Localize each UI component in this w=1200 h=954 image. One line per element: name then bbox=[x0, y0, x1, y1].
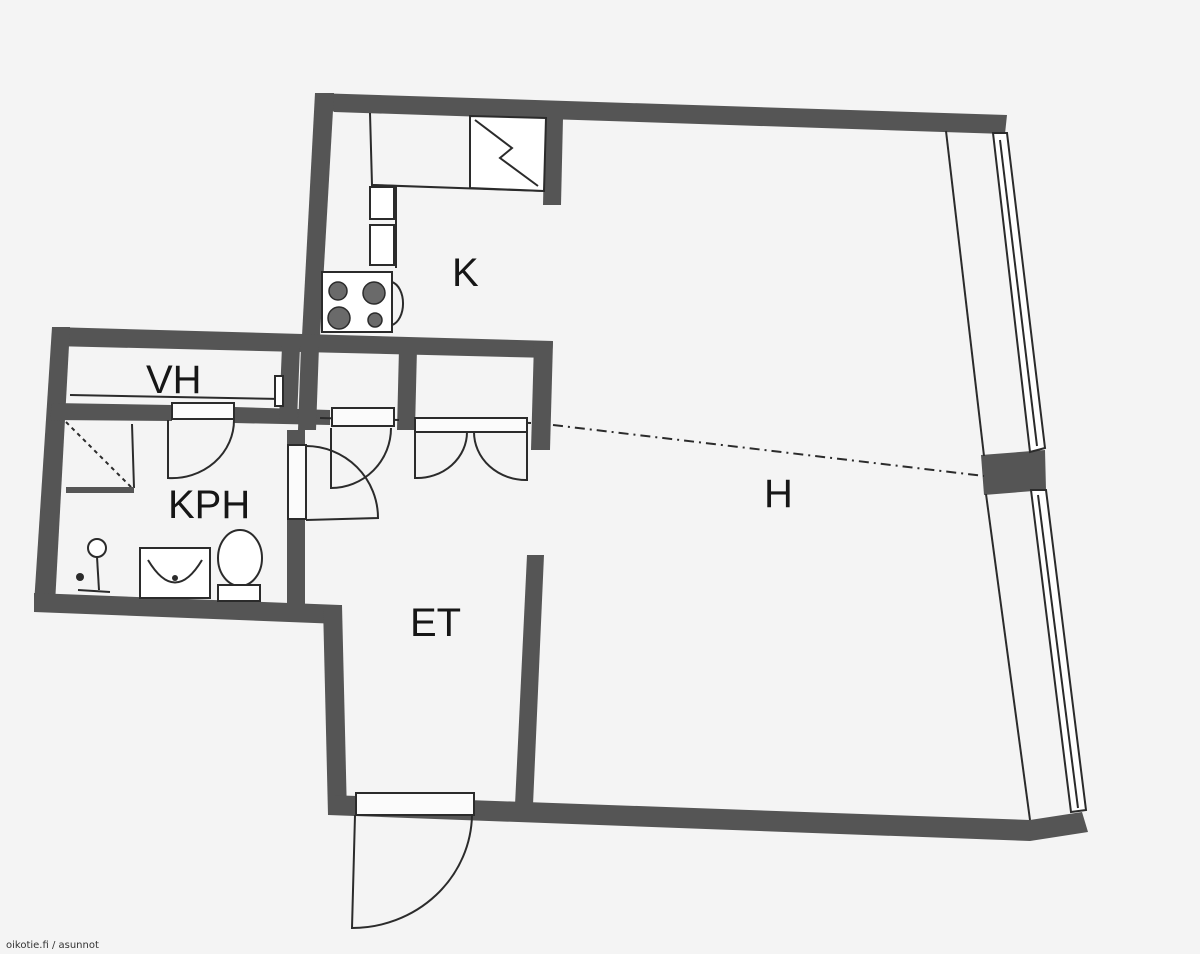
wall-bottom bbox=[328, 795, 1030, 841]
toilet-icon bbox=[217, 529, 263, 587]
hob-icon bbox=[327, 306, 351, 330]
door-closet-1-swing-icon bbox=[330, 427, 392, 490]
wall-mid-horizontal bbox=[52, 327, 553, 358]
door-vh bbox=[171, 402, 235, 420]
fridge bbox=[469, 114, 548, 193]
hob-icon bbox=[362, 281, 386, 305]
windows bbox=[945, 130, 1088, 821]
wall-hall-partition bbox=[515, 555, 544, 805]
washbasin bbox=[139, 547, 211, 599]
wall-hall-left bbox=[323, 605, 347, 815]
wall-bath-bottom bbox=[34, 593, 340, 624]
wall-kitchen-stub bbox=[543, 118, 563, 205]
wall-closet-separator-3 bbox=[397, 348, 417, 430]
room-label-entry-hall: ET bbox=[410, 601, 461, 645]
shower-head-icon bbox=[87, 538, 107, 558]
hob-icon bbox=[367, 312, 383, 328]
door-vh-swing-icon bbox=[167, 419, 236, 480]
wall-kitchen-left bbox=[302, 93, 334, 336]
wall-window-pier bbox=[981, 450, 1046, 495]
wall-closet-separator-2 bbox=[298, 346, 319, 430]
wall-closet-right bbox=[531, 342, 553, 450]
room-label-walk-in-closet: VH bbox=[146, 358, 202, 402]
wall-corner bbox=[1030, 812, 1088, 841]
wall-vh-kph-divider bbox=[50, 403, 172, 421]
sink-basin-2 bbox=[369, 224, 395, 266]
bathroom-fixtures bbox=[65, 421, 263, 602]
doors bbox=[167, 402, 528, 930]
door-kph-swing-icon bbox=[305, 445, 380, 521]
fridge-symbol-icon bbox=[474, 119, 539, 187]
wall-top bbox=[315, 93, 1007, 134]
door-closet-2-swing-icon bbox=[414, 431, 528, 482]
shower-screen bbox=[65, 421, 133, 489]
zone-divider bbox=[552, 424, 985, 477]
hob-icon bbox=[328, 281, 348, 301]
room-label-kitchen: K bbox=[452, 251, 479, 295]
door-entry-swing-icon bbox=[350, 814, 473, 930]
door-kph bbox=[287, 444, 307, 520]
watermark: oikotie.fi / asunnot bbox=[6, 940, 99, 951]
sink-basin-1 bbox=[369, 186, 395, 220]
room-label-bathroom: KPH bbox=[168, 483, 250, 527]
walls bbox=[34, 93, 1088, 841]
room-label-living: H bbox=[764, 472, 793, 516]
wall-bath-left bbox=[34, 327, 70, 604]
door-closet-2 bbox=[414, 417, 528, 433]
door-entry bbox=[355, 792, 475, 816]
kitchen-fixtures bbox=[321, 112, 548, 333]
door-closet-1 bbox=[331, 407, 395, 427]
wall-closet-separator-1 bbox=[279, 346, 300, 420]
